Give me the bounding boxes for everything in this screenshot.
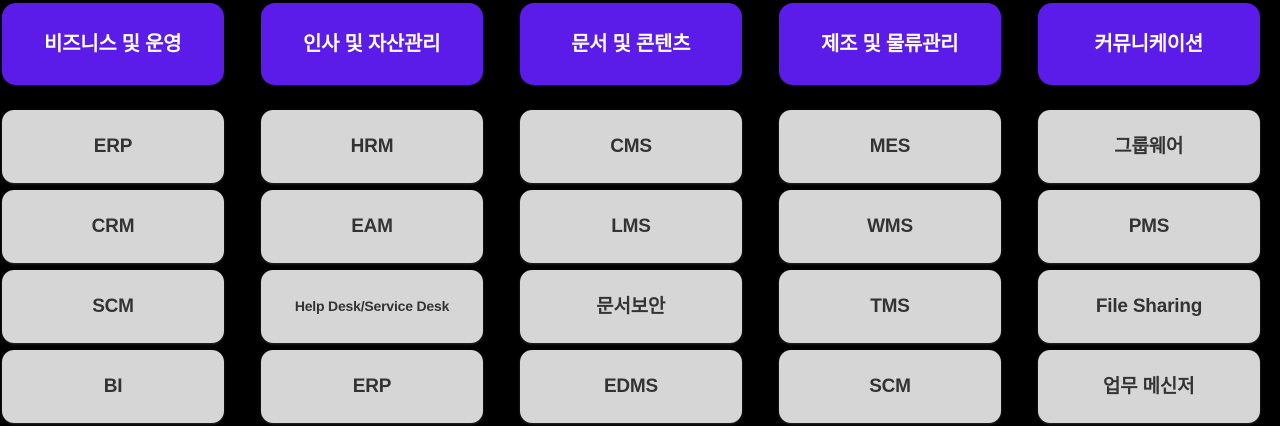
item-card-label: CMS	[610, 135, 652, 157]
item-card-label: CRM	[91, 215, 135, 237]
item-card[interactable]: CMS	[520, 110, 742, 183]
item-card-label: WMS	[867, 215, 913, 237]
item-card[interactable]: 그룹웨어	[1038, 110, 1260, 183]
item-card-label: ERP	[93, 135, 133, 157]
category-column-documents-content: 문서 및 콘텐츠 CMS LMS 문서보안 EDMS	[520, 3, 742, 423]
header-items-spacer	[2, 92, 224, 103]
item-card-label: PMS	[1128, 215, 1170, 237]
item-card[interactable]: TMS	[779, 270, 1001, 343]
category-column-hr-asset-management: 인사 및 자산관리 HRM EAM Help Desk/Service Desk…	[261, 3, 483, 423]
header-items-spacer	[520, 92, 742, 103]
item-card-label: MES	[869, 135, 911, 157]
item-card[interactable]: HRM	[261, 110, 483, 183]
item-card[interactable]: MES	[779, 110, 1001, 183]
category-header-label: 커뮤니케이션	[1094, 33, 1204, 55]
item-card-label: 문서보안	[596, 295, 666, 317]
item-card-label: LMS	[611, 215, 651, 237]
header-items-spacer	[779, 92, 1001, 103]
header-items-spacer	[1038, 92, 1260, 103]
category-header-communication[interactable]: 커뮤니케이션	[1038, 3, 1260, 85]
item-card[interactable]: 업무 메신저	[1038, 350, 1260, 423]
item-card[interactable]: PMS	[1038, 190, 1260, 263]
item-card[interactable]: CRM	[2, 190, 224, 263]
category-header-manufacturing-logistics[interactable]: 제조 및 물류관리	[779, 3, 1001, 85]
header-items-spacer	[261, 92, 483, 103]
item-card[interactable]: EDMS	[520, 350, 742, 423]
item-card[interactable]: ERP	[2, 110, 224, 183]
item-card[interactable]: WMS	[779, 190, 1001, 263]
item-card[interactable]: BI	[2, 350, 224, 423]
item-card-label: BI	[103, 375, 123, 397]
item-card-label: File Sharing	[1095, 295, 1203, 317]
item-card[interactable]: 문서보안	[520, 270, 742, 343]
item-card-label: HRM	[350, 135, 394, 157]
item-card-label: TMS	[870, 295, 910, 317]
category-column-manufacturing-logistics: 제조 및 물류관리 MES WMS TMS SCM	[779, 3, 1001, 423]
item-card[interactable]: SCM	[2, 270, 224, 343]
category-header-label: 인사 및 자산관리	[303, 33, 441, 55]
item-card[interactable]: EAM	[261, 190, 483, 263]
category-column-business-operations: 비즈니스 및 운영 ERP CRM SCM BI	[2, 3, 224, 423]
item-card-label: 업무 메신저	[1103, 375, 1195, 397]
item-card-label: SCM	[869, 375, 911, 397]
item-card[interactable]: Help Desk/Service Desk	[261, 270, 483, 343]
category-header-hr-asset-management[interactable]: 인사 및 자산관리	[261, 3, 483, 85]
item-card[interactable]: File Sharing	[1038, 270, 1260, 343]
category-header-label: 제조 및 물류관리	[821, 33, 959, 55]
category-header-label: 문서 및 콘텐츠	[571, 33, 691, 55]
item-card-label: EDMS	[603, 375, 659, 397]
item-card[interactable]: LMS	[520, 190, 742, 263]
category-header-business-operations[interactable]: 비즈니스 및 운영	[2, 3, 224, 85]
item-card-label: EAM	[351, 215, 393, 237]
category-column-communication: 커뮤니케이션 그룹웨어 PMS File Sharing 업무 메신저	[1038, 3, 1260, 423]
item-card-label: Help Desk/Service Desk	[294, 298, 450, 315]
item-card-label: 그룹웨어	[1114, 135, 1184, 157]
item-card[interactable]: SCM	[779, 350, 1001, 423]
category-header-documents-content[interactable]: 문서 및 콘텐츠	[520, 3, 742, 85]
item-card[interactable]: ERP	[261, 350, 483, 423]
category-header-label: 비즈니스 및 운영	[44, 33, 182, 55]
item-card-label: SCM	[92, 295, 134, 317]
item-card-label: ERP	[352, 375, 392, 397]
